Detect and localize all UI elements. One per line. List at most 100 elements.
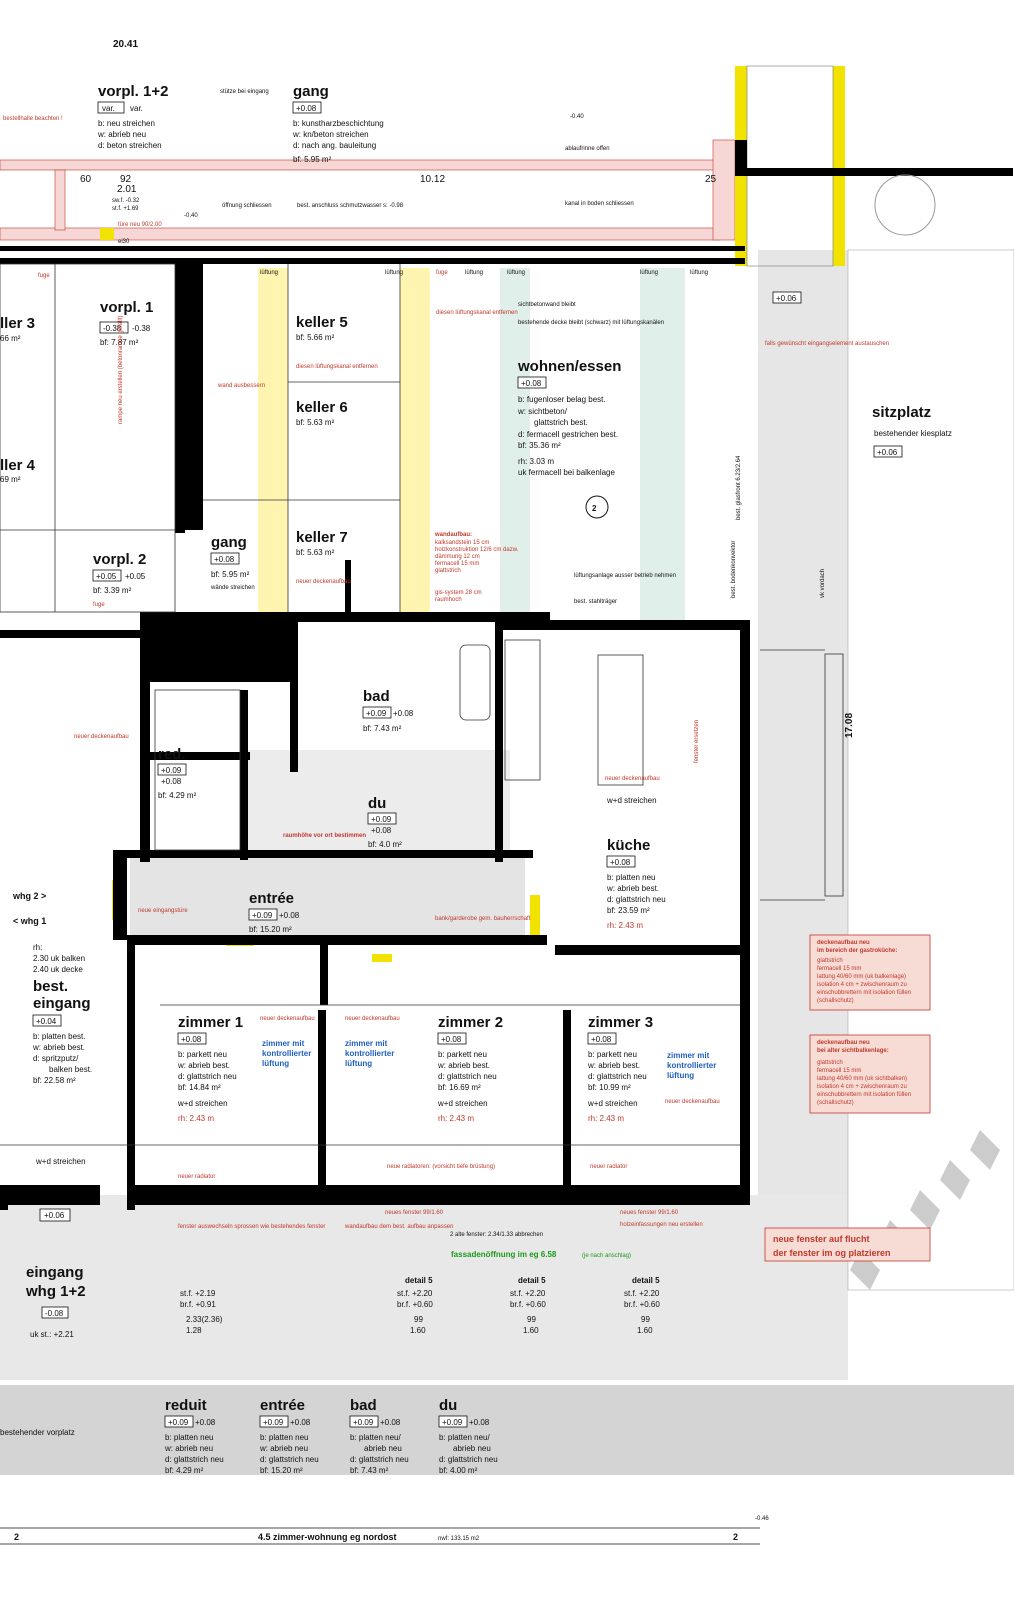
dim-60: 60 xyxy=(80,174,92,185)
red-level2: +0.08 xyxy=(161,777,182,786)
room-gang-mid-name: gang xyxy=(211,534,247,551)
legend-entree-bf: bf: 15.20 m² xyxy=(260,1466,303,1475)
vorpl1-level-box xyxy=(99,321,129,334)
legend-du-bf: bf: 4.00 m² xyxy=(439,1466,478,1475)
wall-note-5: fermacell 15 mm xyxy=(435,561,479,567)
glass-front-note: best. glasfront 6.23/2.64 xyxy=(736,455,742,520)
wohnen-level: +0.08 xyxy=(521,379,542,388)
gang-mid-level-box xyxy=(210,552,240,565)
room-best-eingang-name2: eingang xyxy=(33,995,91,1012)
room-keller3-name: ller 3 xyxy=(0,315,35,332)
detail-2-d: 1.60 xyxy=(410,1326,426,1335)
stair-outline xyxy=(746,65,834,267)
zimmer3-level-box xyxy=(587,1032,617,1045)
best-eingang-b: b: platten best. xyxy=(33,1032,85,1041)
kueche-level-box xyxy=(606,855,636,868)
beam-note-3: glattstrich xyxy=(817,1060,843,1066)
dim-1708: 17.08 xyxy=(844,713,855,738)
legend-du-name: du xyxy=(439,1397,457,1414)
room-kueche-name: küche xyxy=(607,837,650,854)
wohnen-rh: rh: 3.03 m xyxy=(518,457,554,466)
duct-note: diesen lüftungskanal entfernen xyxy=(296,364,378,370)
warning-note: bestellhalle beachten ! xyxy=(3,116,63,122)
detail-4-b: br.f. +0.60 xyxy=(624,1300,660,1309)
room-zimmer3-name: zimmer 3 xyxy=(588,1014,653,1031)
zimmer2-level-box xyxy=(437,1032,467,1045)
zimmer3-d: d: glattstrich neu xyxy=(588,1072,647,1081)
detail-1-a: st.f. +2.19 xyxy=(180,1289,216,1298)
bad-level1: +0.09 xyxy=(366,709,387,718)
oeffnung-note: öffnung schliessen xyxy=(222,203,272,209)
zimmer1-vent1: zimmer mit xyxy=(262,1039,305,1048)
tree-symbol xyxy=(874,174,936,236)
zimmer1-wd: w+d streichen xyxy=(177,1099,228,1108)
zimmer2-bf: bf: 16.69 m² xyxy=(438,1083,481,1092)
entree-tiles xyxy=(130,855,525,935)
dim-1012: 10.12 xyxy=(420,174,445,185)
bath-tiles xyxy=(240,750,510,860)
detail-4-d: 1.60 xyxy=(637,1326,653,1335)
zimmer3-vent3: lüftung xyxy=(667,1071,694,1080)
wohnen-w2: glattstrich best. xyxy=(534,418,588,427)
whg-rh2: 2.40 uk decke xyxy=(33,965,83,974)
radiator-note-1: neuer radiator xyxy=(178,1174,215,1180)
ceiling-note-4: neuer deckenaufbau xyxy=(260,1016,315,1022)
room-gang-top-name: gang xyxy=(293,83,329,100)
sheet-number-right: 2 xyxy=(733,1532,738,1542)
vent-label-3: lüftung xyxy=(465,270,483,276)
vorpl2-level-box xyxy=(92,569,122,582)
detail-1-b: br.f. +0.91 xyxy=(180,1300,216,1309)
detail-4-c: 99 xyxy=(641,1315,650,1324)
convector-note: best. bodenkonvektor xyxy=(731,541,737,598)
best-eingang-d: d: spritzputz/ xyxy=(33,1054,79,1063)
entrance-door-note: neue eingangstüre xyxy=(138,908,188,914)
vorpl1-level2: -0.38 xyxy=(132,324,151,333)
vorpl2-level2: +0.05 xyxy=(125,572,146,581)
legend-bad-name: bad xyxy=(350,1397,377,1414)
level-040b: -0.40 xyxy=(570,114,584,120)
room-zimmer1-name: zimmer 1 xyxy=(178,1014,243,1031)
room-eingang-name: eingang xyxy=(26,1264,84,1281)
keller7-bf: bf: 5.63 m² xyxy=(296,548,335,557)
zimmer3-b: b: parkett neu xyxy=(588,1050,637,1059)
legend-du-d: d: glattstrich neu xyxy=(439,1455,498,1464)
legend-reduit-d: d: glattstrich neu xyxy=(165,1455,224,1464)
best-eingang-wd: w+d streichen xyxy=(35,1157,86,1166)
detail-3-h: detail 5 xyxy=(518,1276,546,1285)
legend-bad-bf: bf: 7.43 m² xyxy=(350,1466,389,1475)
fuge-label-1: fuge xyxy=(38,273,50,279)
old-windows-note: 2 alte fenster: 2.34/1.33 abbrechen xyxy=(450,1232,543,1238)
entree-level2: +0.08 xyxy=(279,911,300,920)
level-040: -0.40 xyxy=(184,213,198,219)
room-vorpl1-name: vorpl. 1 xyxy=(100,299,153,316)
zimmer2-w: w: abrieb best. xyxy=(437,1061,490,1070)
room-keller5-name: keller 5 xyxy=(296,314,348,331)
kueche-w: w: abrieb best. xyxy=(606,884,659,893)
keller5-bf: bf: 5.66 m² xyxy=(296,333,335,342)
bad-level-box xyxy=(362,706,392,719)
vent-label-2: lüftung xyxy=(385,270,403,276)
window-note-1: neue fenster auf flucht xyxy=(773,1234,870,1244)
detail-3-a: st.f. +2.20 xyxy=(510,1289,546,1298)
note-box-beams xyxy=(809,1034,931,1114)
vorpl1-bf: bf: 7.87 m² xyxy=(100,338,139,347)
zimmer2-vent3: lüftung xyxy=(345,1059,372,1068)
forecourt-label: bestehender vorplatz xyxy=(0,1428,75,1437)
walls xyxy=(0,140,1013,1210)
window-new-1: neues fenster 99/1.60 xyxy=(385,1210,444,1216)
room-entree-name: entrée xyxy=(249,890,294,907)
detail-2-c: 99 xyxy=(414,1315,423,1324)
window-replace-vert-1: fenster ersetzen xyxy=(694,720,700,763)
bad-level2: +0.08 xyxy=(393,709,414,718)
left-wall-hatch xyxy=(54,169,66,231)
bench-note: bank/garderobe gem. bauherrschaft xyxy=(435,916,531,922)
zimmer1-d: d: glattstrich neu xyxy=(178,1072,237,1081)
ventilation-zone-3 xyxy=(500,268,530,620)
ventilation-zone-2 xyxy=(400,268,430,620)
note-box-windows xyxy=(764,1227,931,1262)
ceiling-note-5: neuer deckenaufbau xyxy=(345,1016,400,1022)
legend-reduit-w: w: abrieb neu xyxy=(164,1444,213,1453)
legend-bad-l2: +0.08 xyxy=(380,1418,401,1427)
sill-st: st.f. +1.69 xyxy=(112,206,139,212)
kitchen-note-3: glattstrich xyxy=(817,958,843,964)
